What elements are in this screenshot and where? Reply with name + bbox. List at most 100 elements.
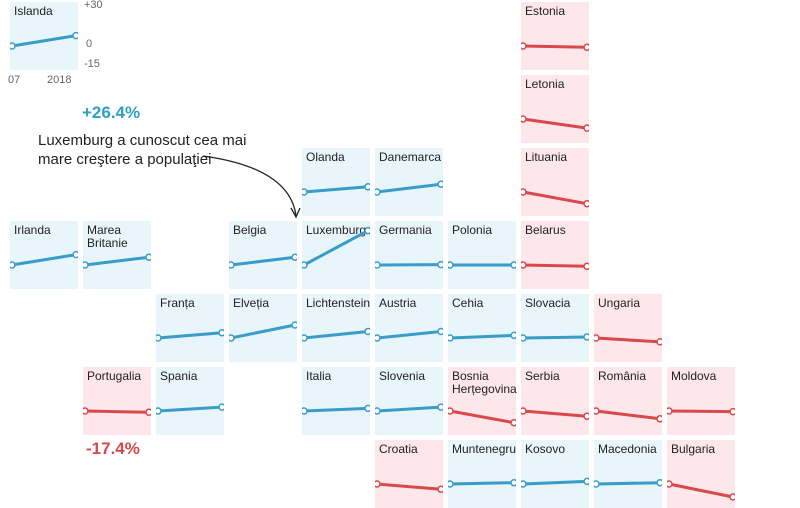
sparkline-moldova: [667, 367, 735, 435]
start-point: [302, 262, 307, 268]
start-point: [594, 408, 599, 414]
start-point: [302, 189, 307, 195]
sparkline-letonia: [521, 75, 589, 143]
series-line: [596, 411, 660, 419]
series-line: [12, 36, 76, 46]
series-line: [304, 332, 368, 339]
series-line: [377, 184, 441, 192]
sparkline-franta: [156, 294, 224, 362]
start-point: [375, 481, 380, 487]
sparkline-portugalia: [83, 367, 151, 435]
sparkline-elvetia: [229, 294, 297, 362]
end-point: [365, 405, 370, 411]
series-line: [523, 265, 587, 266]
tile-belarus: Belarus: [521, 221, 589, 289]
start-point: [156, 408, 161, 414]
end-point: [365, 329, 370, 335]
start-point: [521, 335, 526, 341]
start-point: [83, 408, 88, 414]
tile-belgia: Belgia: [229, 221, 297, 289]
tile-franta: Franța: [156, 294, 224, 362]
end-point: [657, 416, 662, 422]
start-point: [10, 43, 15, 49]
sparkline-austria: [375, 294, 443, 362]
sparkline-belgia: [229, 221, 297, 289]
sparkline-islanda: [10, 2, 78, 70]
series-line: [669, 411, 733, 412]
end-point: [584, 334, 589, 340]
tile-serbia: Serbia: [521, 367, 589, 435]
series-line: [523, 411, 587, 416]
series-line: [377, 484, 441, 489]
start-point: [521, 262, 526, 268]
end-point: [146, 254, 151, 260]
series-line: [596, 483, 660, 484]
start-point: [448, 408, 453, 414]
end-point: [511, 420, 516, 426]
start-point: [448, 262, 453, 268]
series-line: [231, 325, 295, 338]
series-line: [377, 407, 441, 411]
sparkline-ungaria: [594, 294, 662, 362]
start-point: [521, 408, 526, 414]
tile-spania: Spania: [156, 367, 224, 435]
series-line: [596, 338, 660, 342]
sparkline-olanda: [302, 148, 370, 216]
series-line: [523, 119, 587, 128]
start-point: [375, 262, 380, 268]
tile-marea-britanie: Marea Britanie: [83, 221, 151, 289]
sparkline-danemarca: [375, 148, 443, 216]
end-point: [219, 330, 224, 336]
sparkline-lichtenstein: [302, 294, 370, 362]
series-line: [669, 484, 733, 497]
tile-macedonia: Macedonia: [594, 440, 662, 508]
series-line: [450, 411, 514, 423]
start-point: [229, 335, 234, 341]
tile-islanda: Islanda: [10, 2, 78, 70]
end-point: [292, 322, 297, 328]
tile-slovenia: Slovenia: [375, 367, 443, 435]
sparkline-slovenia: [375, 367, 443, 435]
sparkline-polonia: [448, 221, 516, 289]
end-point: [438, 404, 443, 410]
end-point: [584, 478, 589, 484]
tile-romania: România: [594, 367, 662, 435]
series-line: [304, 187, 368, 192]
start-point: [156, 335, 161, 341]
tile-elvetia: Elveția: [229, 294, 297, 362]
series-line: [450, 335, 514, 338]
end-point: [511, 480, 516, 486]
tile-bosnia-hertegovina: Bosnia Herțegovina: [448, 367, 516, 435]
sparkline-spania: [156, 367, 224, 435]
series-line: [523, 192, 587, 204]
end-point: [657, 339, 662, 345]
tile-letonia: Letonia: [521, 75, 589, 143]
end-point: [219, 404, 224, 410]
series-line: [12, 255, 76, 265]
end-point: [657, 480, 662, 486]
tile-olanda: Olanda: [302, 148, 370, 216]
sparkline-slovacia: [521, 294, 589, 362]
start-point: [667, 408, 672, 414]
tile-estonia: Estonia: [521, 2, 589, 70]
sparkline-lituania: [521, 148, 589, 216]
tile-lituania: Lituania: [521, 148, 589, 216]
series-line: [523, 481, 587, 484]
start-point: [594, 335, 599, 341]
end-point: [365, 228, 370, 234]
end-point: [584, 125, 589, 131]
tile-lichtenstein: Lichtenstein: [302, 294, 370, 362]
series-line: [158, 333, 222, 338]
end-point: [730, 409, 735, 415]
start-point: [10, 262, 15, 268]
end-point: [511, 262, 516, 268]
sparkline-italia: [302, 367, 370, 435]
series-line: [523, 337, 587, 338]
end-point: [292, 254, 297, 260]
sparkline-cehia: [448, 294, 516, 362]
series-line: [85, 411, 149, 412]
end-point: [365, 184, 370, 190]
sparkline-bulgaria: [667, 440, 735, 508]
sparkline-irlanda: [10, 221, 78, 289]
tile-croatia: Croatia: [375, 440, 443, 508]
